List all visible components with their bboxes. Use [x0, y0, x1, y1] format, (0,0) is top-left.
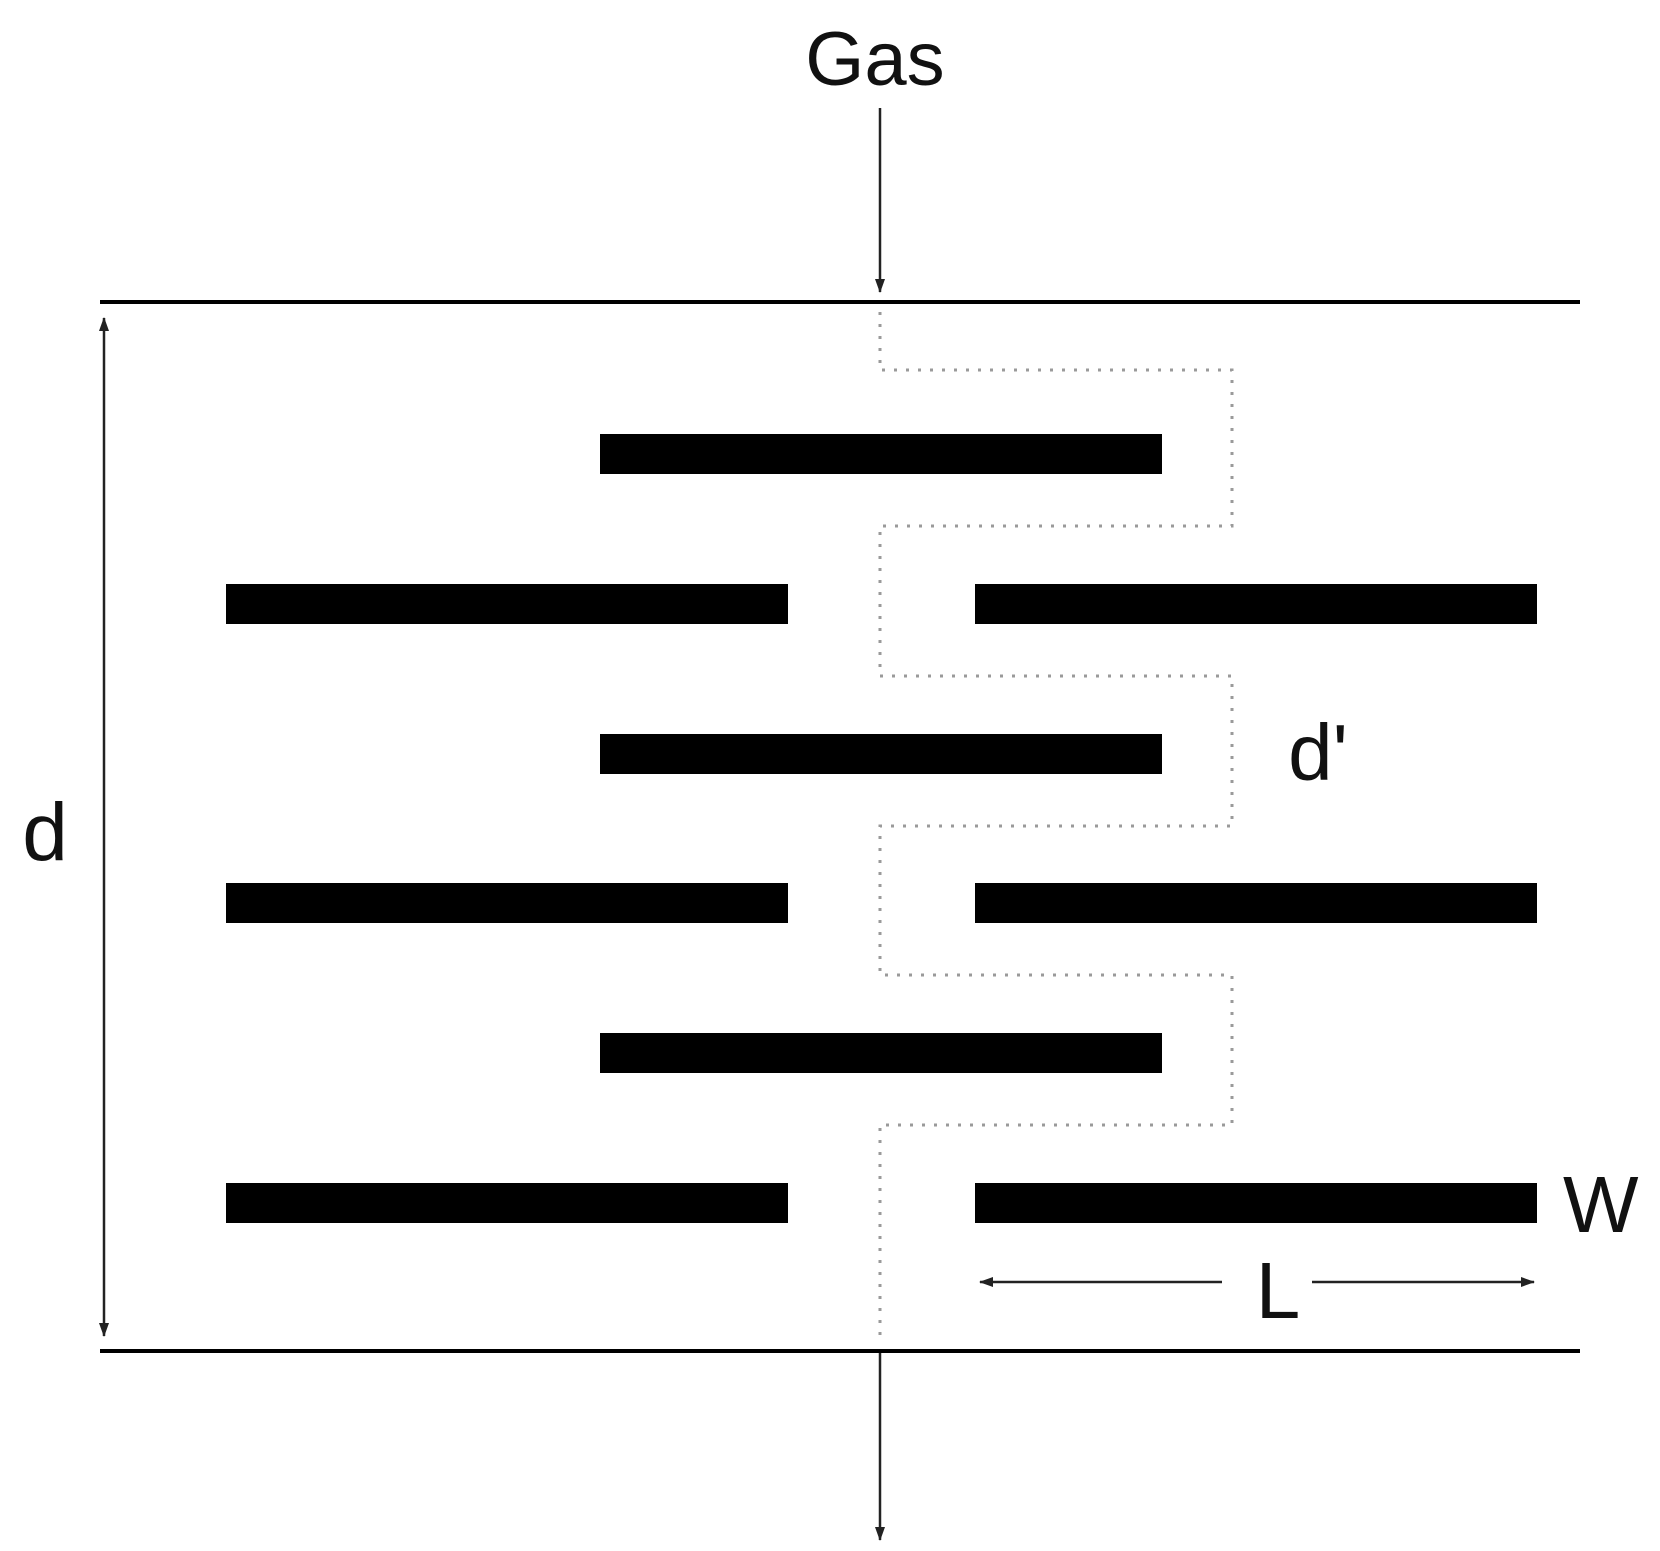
- baffle-plate-right-2: [975, 883, 1537, 923]
- d-label: d: [22, 787, 68, 878]
- baffle-plate-left-2: [226, 883, 788, 923]
- baffle-plate-center-1: [600, 434, 1162, 474]
- baffle-plate-right-1: [975, 584, 1537, 624]
- w-label: W: [1563, 1160, 1639, 1249]
- baffle-plate-left-3: [226, 1183, 788, 1223]
- baffle-plate-right-3: [975, 1183, 1537, 1223]
- d-prime-label: d': [1288, 708, 1348, 797]
- baffle-plate-center-3: [600, 1033, 1162, 1073]
- baffle-plate-left-1: [226, 584, 788, 624]
- baffle-plate-center-2: [600, 734, 1162, 774]
- gas-label: Gas: [805, 17, 944, 102]
- l-label: L: [1256, 1246, 1301, 1335]
